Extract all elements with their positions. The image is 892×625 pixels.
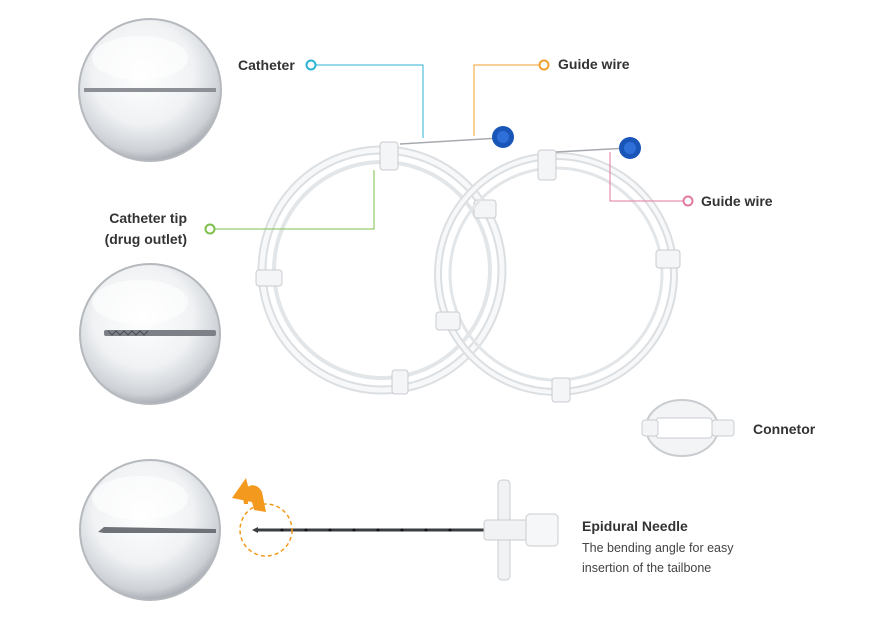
connector-label: Connetor xyxy=(753,421,816,437)
catheter-closeup xyxy=(84,88,216,92)
magnifier-needle xyxy=(79,459,221,601)
guide-wire-right-marker xyxy=(682,195,694,207)
epidural-needle xyxy=(252,479,559,581)
needle-closeup xyxy=(98,527,216,533)
catheter-coil xyxy=(255,141,507,395)
catheter-marker xyxy=(305,59,317,71)
bend-area-circle xyxy=(239,503,293,557)
guide-wire-top-marker xyxy=(538,59,550,71)
guide-wire-right-leader xyxy=(609,152,686,202)
guide-wire-top-leader xyxy=(473,64,543,136)
drug-outlet-label: (drug outlet) xyxy=(104,231,187,247)
guide-wire-right-label: Guide wire xyxy=(701,193,773,209)
catheter-leader xyxy=(311,64,424,138)
magnifier-catheter xyxy=(78,18,222,162)
catheter-tip-label: Catheter tip xyxy=(109,210,187,226)
magnifier-catheter-tip xyxy=(79,263,221,405)
catheter-tip-marker xyxy=(204,223,216,235)
catheter-tip-leader xyxy=(212,170,375,230)
guide-wire-coil xyxy=(434,149,681,403)
needle-title: Epidural Needle xyxy=(582,518,688,534)
catheter-label: Catheter xyxy=(238,57,295,73)
guide-wire-cap-top xyxy=(492,126,514,148)
guide-wire-top-label: Guide wire xyxy=(558,56,630,72)
needle-description-line1: The bending angle for easy xyxy=(582,541,734,555)
connector xyxy=(641,399,735,457)
guide-wire-cap-right xyxy=(619,137,641,159)
curved-arrow-icon xyxy=(232,478,266,512)
catheter-tip-closeup xyxy=(104,330,216,336)
needle-description-line2: insertion of the tailbone xyxy=(582,561,712,575)
